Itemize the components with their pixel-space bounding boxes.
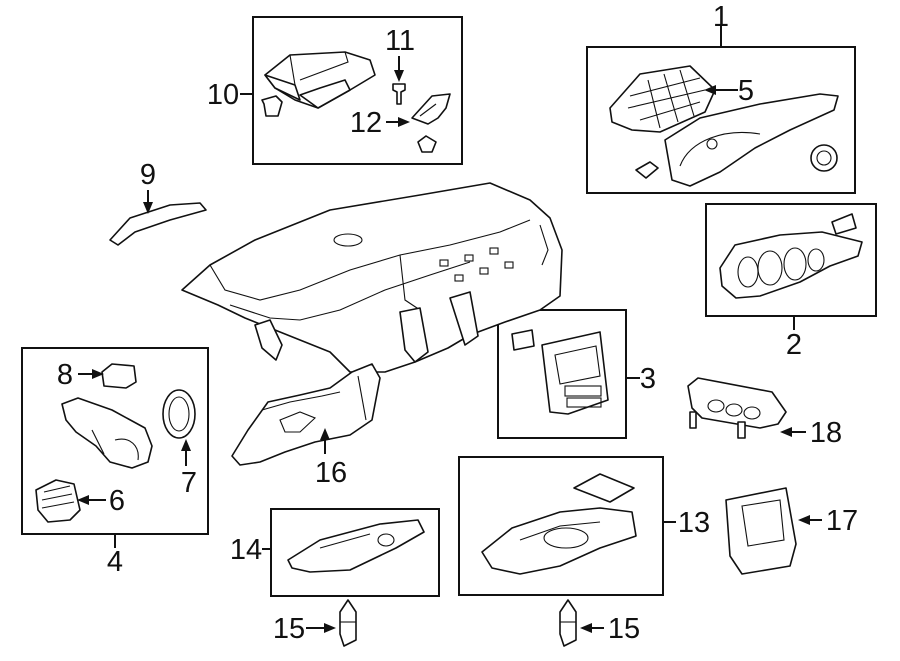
callout-11: 11 xyxy=(385,25,415,57)
instrument-panel-carrier xyxy=(181,182,563,373)
box-group-13 xyxy=(458,456,664,596)
callout-6: 6 xyxy=(109,485,125,517)
callout-15-left: 15 xyxy=(273,613,305,645)
arrow-9 xyxy=(143,202,153,214)
part-17-trim-bezel xyxy=(725,487,797,575)
part-14-support-bracket xyxy=(287,519,425,573)
part-10-storage-bin xyxy=(261,51,376,117)
callout-1: 1 xyxy=(713,1,729,33)
arrow-15-right xyxy=(580,623,592,633)
callout-13: 13 xyxy=(678,507,710,539)
callout-16: 16 xyxy=(315,457,347,489)
part-3-radio-bezel xyxy=(511,329,609,415)
callout-5: 5 xyxy=(738,75,754,107)
arrow-18 xyxy=(780,427,792,437)
arrow-16 xyxy=(320,428,330,440)
callout-14: 14 xyxy=(230,534,262,566)
part-4-column-shroud xyxy=(61,397,153,469)
callout-17: 17 xyxy=(826,505,858,537)
callout-12: 12 xyxy=(350,107,382,139)
part-12-bracket xyxy=(411,93,451,153)
callout-8: 8 xyxy=(57,359,73,391)
part-1-trim-panel xyxy=(635,93,839,187)
part-15-fastener-right xyxy=(559,599,577,647)
part-15-fastener-left xyxy=(339,599,357,647)
part-7-ring xyxy=(162,389,196,439)
part-13-console-bracket xyxy=(481,473,637,575)
arrow-11 xyxy=(394,70,404,82)
part-8-cap xyxy=(101,363,137,389)
box-group-14 xyxy=(270,508,440,597)
box-group-3 xyxy=(497,309,627,439)
part-11-clip xyxy=(392,83,406,105)
callout-10: 10 xyxy=(207,79,239,111)
arrow-5 xyxy=(704,85,716,95)
arrow-17 xyxy=(798,515,810,525)
part-2-cluster-bezel xyxy=(719,213,863,299)
callout-18: 18 xyxy=(810,417,842,449)
arrow-15-left xyxy=(324,623,336,633)
arrow-7 xyxy=(181,439,191,451)
callout-7: 7 xyxy=(181,467,197,499)
part-5-vent-grille xyxy=(609,65,716,133)
arrow-8 xyxy=(92,369,104,379)
part-18-airbag-module xyxy=(687,377,787,439)
arrow-12 xyxy=(398,117,410,127)
part-9-trim-strip xyxy=(109,202,207,246)
part-16-knee-bolster xyxy=(231,363,381,466)
box-group-2 xyxy=(705,203,877,317)
callout-15-right: 15 xyxy=(608,613,640,645)
arrow-6 xyxy=(77,495,89,505)
callout-9: 9 xyxy=(140,159,156,191)
callout-2: 2 xyxy=(786,329,802,361)
callout-3: 3 xyxy=(640,363,656,395)
box-group-10 xyxy=(252,16,463,165)
part-6-switch xyxy=(35,479,81,523)
callout-4: 4 xyxy=(107,546,123,578)
